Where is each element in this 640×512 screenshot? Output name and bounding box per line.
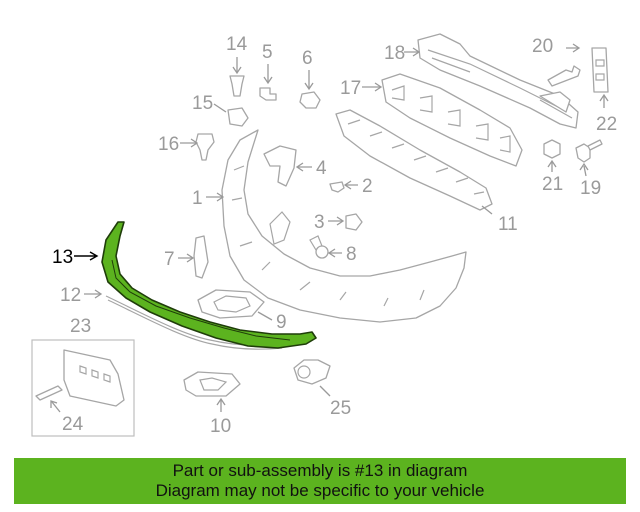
part-20-bolt [547,65,581,87]
callout-9: 9 [276,312,287,333]
callout-13: 13 [52,247,73,268]
part-13-lower-spoiler [101,221,317,349]
banner-line-part: Part or sub-assembly is #13 in diagram [172,461,468,480]
callout-22: 22 [596,114,617,135]
part-21-nut [543,139,561,159]
part-19-bolt [575,139,603,163]
part-15-bracket-clip [227,107,249,127]
parts-diagram: 18 17 11 1 14 5 6 15 [31,33,617,437]
part-5-screw [259,87,277,101]
callout-16: 16 [158,134,179,155]
callout-23: 23 [70,316,91,337]
part-3-nut-clip [345,213,363,231]
callout-6: 6 [302,48,313,69]
part-2-screw [329,181,345,193]
callout-20: 20 [532,36,553,57]
part-1-bumper-cover [221,129,467,323]
callout-19: 19 [580,178,601,199]
callout-24: 24 [62,414,84,435]
banner-line-disclaimer: Diagram may not be specific to your vehi… [155,481,485,500]
part-23-license-bracket-group [31,339,135,437]
callout-8: 8 [346,244,357,265]
part-9-fog-lamp-bezel [197,289,265,319]
callout-21: 21 [542,174,563,195]
part-8-plug [315,245,329,259]
callout-25: 25 [330,398,351,419]
part-6-clip [299,91,321,109]
callout-12: 12 [60,285,81,306]
callout-5: 5 [262,42,273,63]
part-11-lower-grille [335,109,493,211]
fitment-banner: Part or sub-assembly is #13 in diagram D… [14,458,626,504]
callout-1: 1 [192,188,203,209]
callout-2: 2 [362,176,373,197]
callout-7: 7 [164,249,175,270]
callout-11: 11 [498,214,518,235]
part-16-retainer [195,133,215,161]
part-14-push-pin [229,75,245,97]
callout-4: 4 [316,158,327,179]
part-18-reinforcement-beam [417,33,579,129]
callout-3: 3 [314,212,325,233]
part-22-plate [591,47,609,93]
part-10-fog-lamp-cover [183,371,241,397]
callout-15: 15 [192,93,213,114]
callout-17: 17 [340,78,361,99]
callout-14: 14 [226,34,248,55]
part-25-parking-sensor [293,359,331,385]
part-17-energy-absorber [381,73,523,167]
part-4-mounting-bracket [263,145,297,187]
callout-10: 10 [210,416,231,437]
part-7-tow-hook-cover [193,235,209,279]
callout-18: 18 [384,43,405,64]
